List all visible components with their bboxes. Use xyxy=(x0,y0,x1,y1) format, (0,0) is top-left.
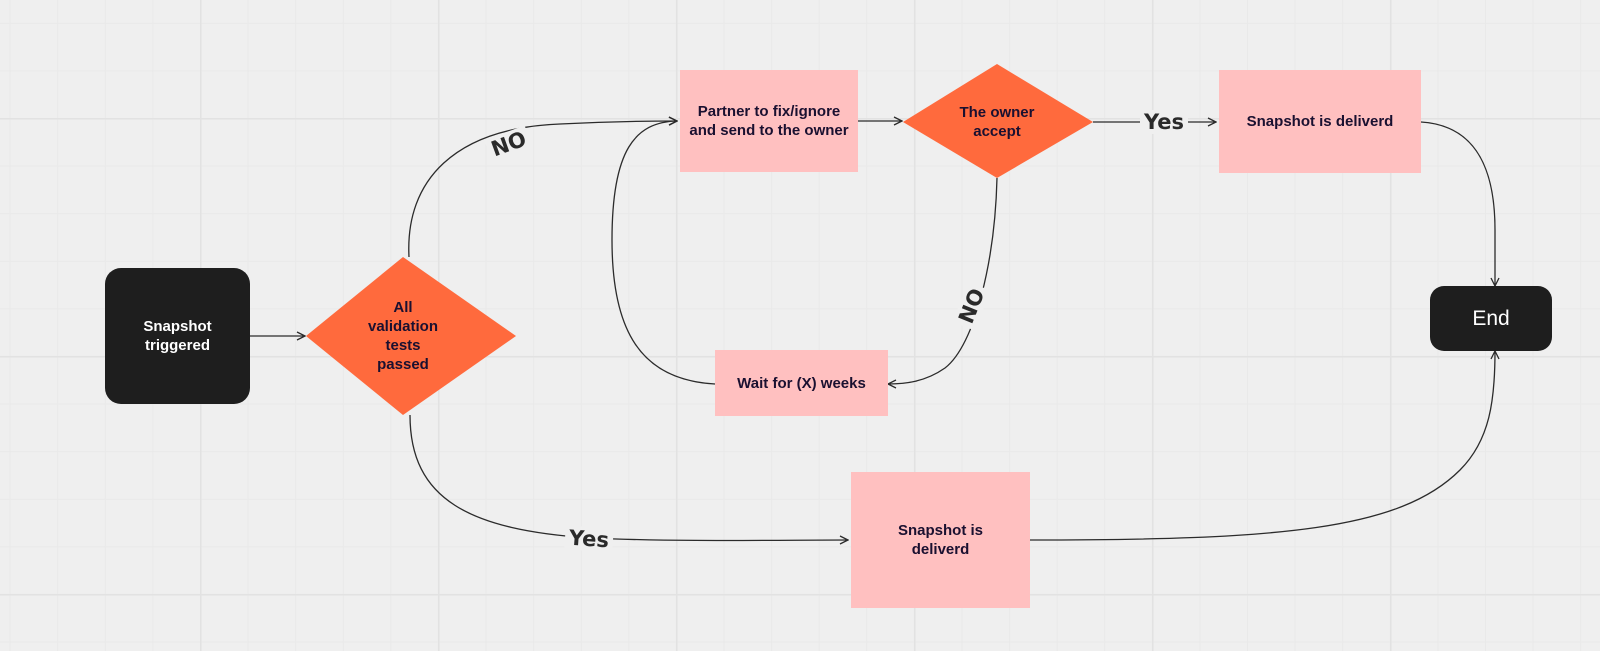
edge-wait-loop xyxy=(611,121,716,385)
decision-validation-label: All validation tests passed xyxy=(367,299,438,373)
edge-delivered-bottom-to-end xyxy=(1029,351,1495,541)
edge-delivered-top-to-end xyxy=(1420,121,1495,286)
edge-label-owner-yes: Yes xyxy=(1140,110,1189,134)
start-node[interactable]: Snapshot triggered xyxy=(105,268,250,404)
delivered-bottom-node[interactable]: Snapshot is deliverd xyxy=(851,472,1030,608)
partner-fix-node[interactable]: Partner to fix/ignore and send to the ow… xyxy=(680,70,858,172)
decision-owner-shape[interactable] xyxy=(903,64,1093,178)
decision-validation-shape[interactable] xyxy=(306,257,516,415)
edge-validation-yes xyxy=(409,414,848,541)
wait-node[interactable]: Wait for (X) weeks xyxy=(715,350,888,416)
edge-label-validation-yes: Yes xyxy=(564,525,614,553)
delivered-top-node[interactable]: Snapshot is deliverd xyxy=(1219,70,1421,173)
start-node-label: Snapshot triggered xyxy=(143,318,212,354)
end-node[interactable]: End xyxy=(1430,286,1552,351)
edge-validation-no xyxy=(408,121,677,258)
decision-owner-label: The owner accept xyxy=(959,104,1035,140)
wait-label: Wait for (X) weeks xyxy=(737,374,866,392)
delivered-bottom-label: Snapshot is deliverd xyxy=(897,522,983,558)
edge-owner-no xyxy=(888,177,998,384)
end-node-label: End xyxy=(1472,306,1510,330)
delivered-top-label: Snapshot is deliverd xyxy=(1246,113,1394,130)
partner-fix-label: Partner to fix/ignore and send to the ow… xyxy=(689,103,849,139)
